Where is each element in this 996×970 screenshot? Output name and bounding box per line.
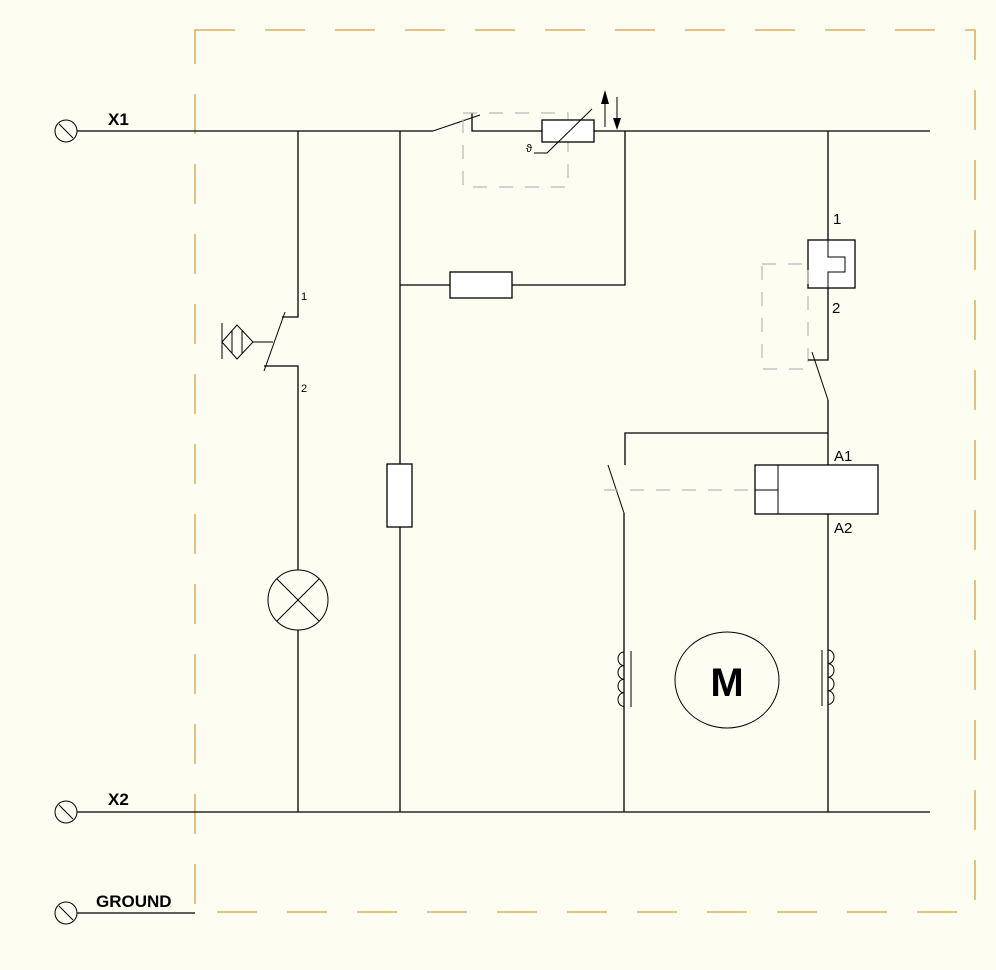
- terminal-x1: [54, 119, 78, 143]
- overload-protector: 1 2: [761, 131, 856, 465]
- relay-coil: A1 A2: [754, 448, 879, 537]
- resistor: [386, 463, 413, 528]
- label-ground: GROUND: [96, 892, 172, 911]
- door-switch: 1 2: [221, 131, 307, 570]
- overload-pin1: 1: [833, 211, 841, 228]
- heater-resistor: [449, 271, 513, 299]
- door-switch-pin1: 1: [301, 291, 307, 303]
- terminal-x2: [54, 800, 78, 824]
- label-x1: X1: [108, 110, 129, 129]
- relay-contact: [604, 464, 755, 812]
- enclosure-frame: [194, 29, 976, 913]
- motor-label: M: [710, 661, 743, 705]
- lamp: [267, 569, 329, 631]
- terminal-ground: [54, 901, 78, 925]
- wire: [512, 131, 626, 286]
- relay-a2: A2: [834, 520, 852, 537]
- up-down-arrows-icon: [601, 90, 621, 130]
- overload-pin2: 2: [832, 300, 840, 317]
- start-winding: [617, 651, 632, 707]
- relay-a1: A1: [834, 448, 852, 465]
- theta-symbol: ϑ: [526, 143, 532, 155]
- rail-x1: [77, 113, 930, 132]
- run-winding: [821, 649, 835, 706]
- door-switch-pin2: 2: [301, 383, 307, 395]
- label-x2: X2: [108, 790, 129, 809]
- motor: M: [674, 631, 780, 729]
- thermostat-switch: ϑ: [432, 90, 621, 188]
- wire: [624, 432, 828, 465]
